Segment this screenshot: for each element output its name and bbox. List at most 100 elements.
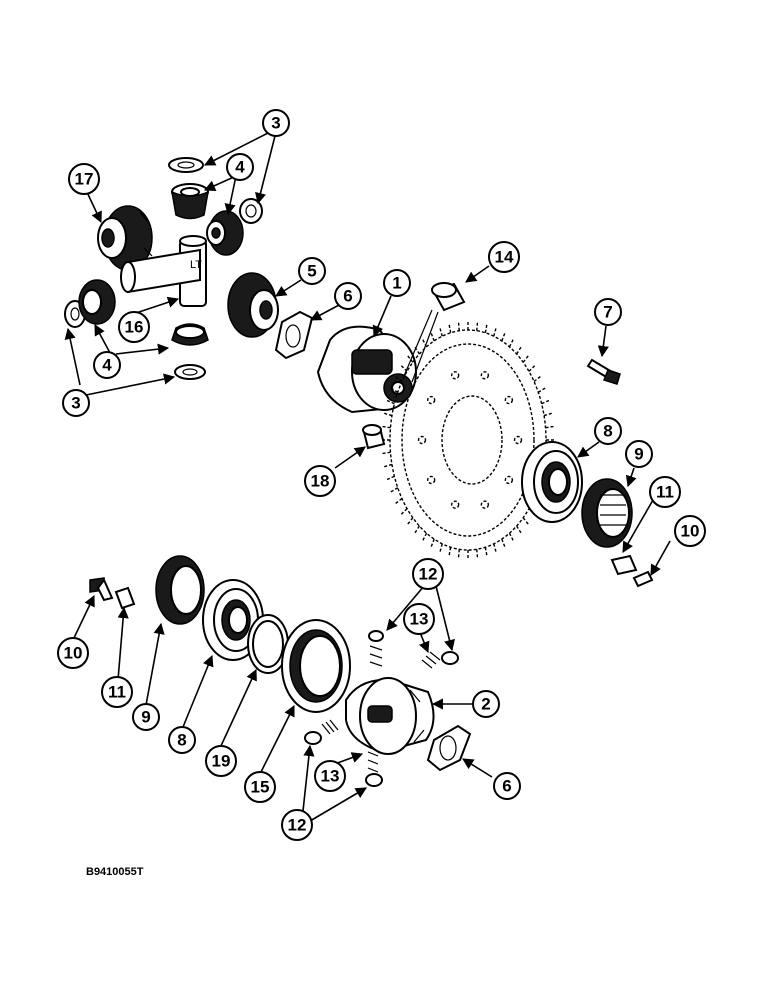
ring-gear-tooth [476, 320, 479, 331]
callout-14: 14 [488, 241, 520, 273]
clutch-housing-part [281, 619, 351, 713]
callout-1: 1 [383, 269, 411, 297]
ring-gear-tooth [386, 399, 395, 405]
ring-gear-tooth [508, 532, 515, 542]
callout-5: 5 [298, 257, 326, 285]
svg-text:18: 18 [311, 472, 330, 491]
ring-gear-tooth [394, 375, 403, 383]
ring-gear-tooth [528, 364, 536, 372]
ring-gear-tooth [400, 508, 408, 516]
svg-text:12: 12 [288, 816, 307, 835]
svg-text:5: 5 [307, 262, 316, 281]
callout-4: 4 [226, 153, 254, 181]
differential-case-part [345, 677, 435, 755]
ring-gear-tooth [516, 525, 523, 535]
svg-text:3: 3 [71, 394, 80, 413]
svg-text:10: 10 [681, 522, 700, 541]
differential-case-part [316, 309, 439, 414]
svg-text:16: 16 [125, 318, 144, 337]
callout-4: 4 [93, 351, 121, 379]
callout-11: 11 [101, 676, 133, 708]
pinion-gear-part [171, 183, 209, 220]
ring-gear-tooth [438, 326, 443, 337]
clutch-plate-part [155, 555, 205, 625]
ring-bolt-hole [480, 500, 490, 509]
ring-bolt-hole [450, 500, 460, 509]
svg-text:4: 4 [235, 158, 245, 177]
ring-gear-tooth [413, 525, 420, 535]
callout-6: 6 [334, 282, 362, 310]
ring-bolt-hole [480, 371, 490, 380]
svg-text:8: 8 [603, 422, 612, 441]
svg-text:8: 8 [177, 731, 186, 750]
thrust-plate-part [426, 724, 472, 772]
callout-10: 10 [674, 515, 706, 547]
svg-text:13: 13 [410, 610, 429, 629]
ring-gear-tooth [406, 517, 414, 526]
spring-plunger-part [368, 630, 459, 669]
ring-gear-tooth [438, 543, 443, 554]
ring-gear-tooth [522, 354, 530, 363]
callout-7: 7 [594, 298, 622, 326]
svg-text:7: 7 [603, 303, 612, 322]
thrust-washer-part [239, 198, 263, 224]
cross-shaft-part: LT [120, 235, 207, 307]
ring-gear-tooth [493, 326, 498, 337]
ring-gear-tooth [430, 331, 435, 342]
callout-13: 13 [403, 603, 435, 635]
svg-text:17: 17 [75, 170, 94, 189]
bearing-part [521, 441, 583, 523]
ring-gear-tooth [448, 322, 452, 333]
ring-bolt-hole [450, 371, 460, 380]
svg-text:10: 10 [64, 644, 83, 663]
callout-3: 3 [262, 109, 290, 137]
pinion-gear-part [78, 279, 116, 325]
pinion-gear-part [171, 323, 209, 346]
spring-plunger-part [304, 719, 383, 787]
ring-gear-tooth [522, 517, 530, 526]
svg-text:9: 9 [634, 445, 643, 464]
ring-gear-tooth [545, 425, 554, 429]
pin-part [431, 282, 466, 312]
ring-gear-tooth [516, 345, 523, 355]
callout-3: 3 [62, 389, 90, 417]
ring-bolt-hole [513, 435, 523, 445]
leader-lines [64, 131, 671, 822]
snap-ring-part [247, 614, 289, 674]
ring-gear-tooth [533, 375, 542, 383]
ring-gear-tooth [476, 549, 479, 560]
svg-text:3: 3 [271, 114, 280, 133]
pin-part [362, 424, 386, 450]
ring-gear-tooth [541, 399, 550, 405]
ring-gear-tooth [382, 425, 391, 429]
ring-gear-tooth [413, 345, 420, 355]
ring-gear-tooth [501, 538, 506, 549]
ring-gear-tooth [390, 487, 399, 493]
ring-gear-tooth [383, 463, 393, 468]
ring-gear-tooth [448, 547, 452, 558]
svg-text:9: 9 [141, 708, 150, 727]
ring-bolt-hole [417, 435, 427, 445]
callout-10: 10 [57, 637, 89, 669]
thrust-plate-part [274, 310, 314, 360]
ring-gear-tooth [508, 338, 515, 348]
bolt-part [586, 358, 621, 385]
callout-8: 8 [168, 726, 196, 754]
lock-tab-part [114, 586, 136, 610]
svg-text:4: 4 [102, 356, 112, 375]
ring-bolt-hole [504, 475, 514, 485]
callout-16: 16 [118, 311, 150, 343]
shaft-mark: LT [190, 259, 202, 271]
ring-gear-tooth [382, 451, 391, 455]
callout-2: 2 [472, 690, 500, 718]
ring-gear-tooth [421, 338, 428, 348]
callout-9: 9 [625, 440, 653, 468]
callout-11: 11 [649, 476, 681, 508]
clutch-plate-part [581, 478, 633, 548]
ring-gear-tooth [390, 387, 399, 393]
svg-text:19: 19 [212, 752, 231, 771]
callout-6: 6 [493, 772, 521, 800]
ring-gear-tooth [386, 475, 395, 481]
svg-text:12: 12 [419, 565, 438, 584]
